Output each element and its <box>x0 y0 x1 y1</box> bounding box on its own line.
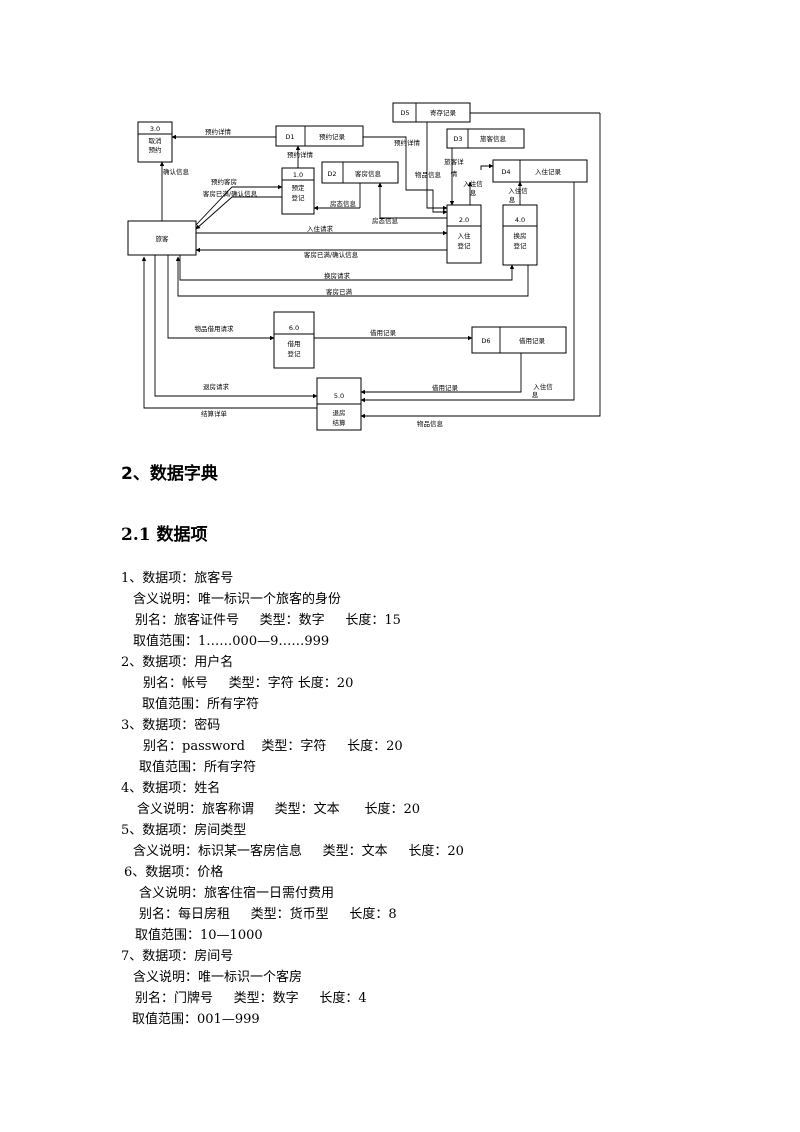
svg-text:D1: D1 <box>285 133 294 141</box>
section-title: 2、数据字典 <box>121 464 218 484</box>
svg-text:登记: 登记 <box>292 193 306 202</box>
flow-labels: 预约详情 预约详情 确认信息 预约客房 客房已满/确认信息 房态信息 预约详情 … <box>163 127 553 428</box>
process-4-0: 4.0 换房 登记 <box>502 204 538 266</box>
item-1-meaning: 含义说明：唯一标识一个旅客的身份 <box>133 592 342 607</box>
item-2-alias: 别名：帐号 类型：字符 长度：20 <box>143 676 354 691</box>
svg-text:结算: 结算 <box>333 418 347 427</box>
svg-text:借用记录: 借用记录 <box>432 383 459 392</box>
svg-text:入住记录: 入住记录 <box>535 167 562 176</box>
item-3-alias: 别名：password 类型：字符 长度：20 <box>143 739 403 754</box>
process-2-0: 2.0 入住 登记 <box>446 204 482 264</box>
item-6-range: 取值范围：10—1000 <box>135 928 263 943</box>
process-3-0: 3.0 取消 预约 <box>137 121 173 163</box>
process-5-0: 5.0 退房 结算 <box>316 377 362 431</box>
store-d3: D3 旅客信息 <box>446 128 525 149</box>
svg-text:D4: D4 <box>501 168 510 176</box>
item-1-title: 1、数据项：旅客号 <box>121 571 234 586</box>
svg-text:客房已满/确认信息: 客房已满/确认信息 <box>203 189 258 198</box>
svg-text:预约详情: 预约详情 <box>205 127 232 136</box>
store-d1: D1 预约记录 <box>275 125 364 147</box>
store-d2: D2 客房信息 <box>321 161 399 184</box>
svg-text:息: 息 <box>509 195 516 204</box>
svg-text:息: 息 <box>470 188 477 197</box>
subsection-title: 2.1 数据项 <box>121 525 208 545</box>
svg-text:换房请求: 换房请求 <box>324 271 351 280</box>
item-6-alias: 别名：每日房租 类型：货币型 长度：8 <box>139 907 397 922</box>
svg-text:预约详情: 预约详情 <box>287 150 314 159</box>
svg-text:客房已满: 客房已满 <box>326 287 353 296</box>
svg-text:借用记录: 借用记录 <box>519 336 546 345</box>
svg-text:1.0: 1.0 <box>293 171 303 179</box>
svg-text:入住请求: 入住请求 <box>307 224 334 233</box>
item-2-range: 取值范围：所有字符 <box>142 697 260 712</box>
svg-text:结算详单: 结算详单 <box>201 409 228 418</box>
svg-text:D6: D6 <box>481 337 490 345</box>
item-6-title: 6、数据项：价格 <box>124 865 224 880</box>
svg-text:5.0: 5.0 <box>334 392 344 400</box>
svg-text:D2: D2 <box>327 170 336 178</box>
svg-text:4.0: 4.0 <box>515 216 525 224</box>
data-flow-diagram: 旅客 3.0 取消 预约 1.0 预定 登记 2.0 入住 登记 4.0 换房 … <box>127 102 601 431</box>
process-6-0: 6.0 借用 登记 <box>273 311 315 369</box>
svg-text:入住信: 入住信 <box>508 186 528 195</box>
svg-text:预约详情: 预约详情 <box>394 138 421 147</box>
svg-text:退房: 退房 <box>333 408 346 417</box>
svg-text:D3: D3 <box>453 135 462 143</box>
store-d4: D4 入住记录 <box>492 159 588 183</box>
svg-text:2.0: 2.0 <box>459 216 469 224</box>
svg-text:登记: 登记 <box>458 241 472 250</box>
svg-text:客房已满/确认信息: 客房已满/确认信息 <box>304 250 359 259</box>
item-7-meaning: 含义说明：唯一标识一个客房 <box>133 970 303 985</box>
item-6-meaning: 含义说明：旅客住宿一日需付费用 <box>139 886 335 901</box>
svg-text:预约客房: 预约客房 <box>211 177 237 186</box>
svg-text:旅客: 旅客 <box>156 234 170 243</box>
svg-text:确认信息: 确认信息 <box>163 167 190 176</box>
svg-text:3.0: 3.0 <box>150 125 160 133</box>
svg-text:取消: 取消 <box>149 136 163 145</box>
svg-text:客房信息: 客房信息 <box>355 169 382 178</box>
flow-lines <box>141 112 601 419</box>
item-4-title: 4、数据项：姓名 <box>121 781 221 796</box>
item-3-range: 取值范围：所有字符 <box>139 760 257 775</box>
svg-text:换房: 换房 <box>514 231 527 240</box>
svg-text:登记: 登记 <box>288 349 302 358</box>
item-5-meaning: 含义说明：标识某一客房信息 类型：文本 长度：20 <box>133 844 464 859</box>
svg-text:入住信: 入住信 <box>463 179 483 188</box>
item-7-alias: 别名：门牌号 类型：数字 长度：4 <box>135 991 367 1006</box>
item-7-title: 7、数据项：房间号 <box>121 949 234 964</box>
svg-text:息: 息 <box>532 390 539 399</box>
svg-text:借用记录: 借用记录 <box>370 328 397 337</box>
svg-text:寄存记录: 寄存记录 <box>430 108 457 117</box>
svg-text:登记: 登记 <box>514 241 528 250</box>
svg-text:房态信息: 房态信息 <box>372 216 399 225</box>
svg-text:入住信: 入住信 <box>533 382 553 391</box>
store-d6: D6 借用记录 <box>471 326 567 354</box>
svg-text:旅客详: 旅客详 <box>444 157 464 166</box>
svg-text:借用: 借用 <box>288 339 301 348</box>
svg-text:预约: 预约 <box>149 145 162 154</box>
item-7-range: 取值范围：001—999 <box>132 1012 260 1027</box>
item-5-title: 5、数据项：房间类型 <box>121 823 247 838</box>
item-2-title: 2、数据项：用户名 <box>121 655 234 670</box>
svg-text:情: 情 <box>451 169 458 178</box>
process-1-0: 1.0 预定 登记 <box>281 167 315 215</box>
svg-text:退房请求: 退房请求 <box>203 382 230 391</box>
svg-text:物品信息: 物品信息 <box>415 170 442 179</box>
store-d5: D5 寄存记录 <box>392 102 471 123</box>
item-1-alias: 别名：旅客证件号 类型：数字 长度：15 <box>135 613 401 628</box>
svg-text:物品借用请求: 物品借用请求 <box>195 324 235 333</box>
svg-text:预定: 预定 <box>292 183 306 192</box>
svg-text:物品信息: 物品信息 <box>417 419 444 428</box>
item-4-meaning: 含义说明：旅客称谓 类型：文本 长度：20 <box>137 802 420 817</box>
item-3-title: 3、数据项：密码 <box>121 718 221 733</box>
svg-text:旅客信息: 旅客信息 <box>480 134 507 143</box>
svg-text:房态信息: 房态信息 <box>330 199 357 208</box>
entity-traveler: 旅客 <box>127 220 197 256</box>
svg-text:D5: D5 <box>400 109 409 117</box>
svg-text:预约记录: 预约记录 <box>319 132 346 141</box>
item-1-range: 取值范围：1……000—9……999 <box>133 634 330 649</box>
svg-text:6.0: 6.0 <box>289 324 299 332</box>
svg-text:入住: 入住 <box>458 231 472 240</box>
